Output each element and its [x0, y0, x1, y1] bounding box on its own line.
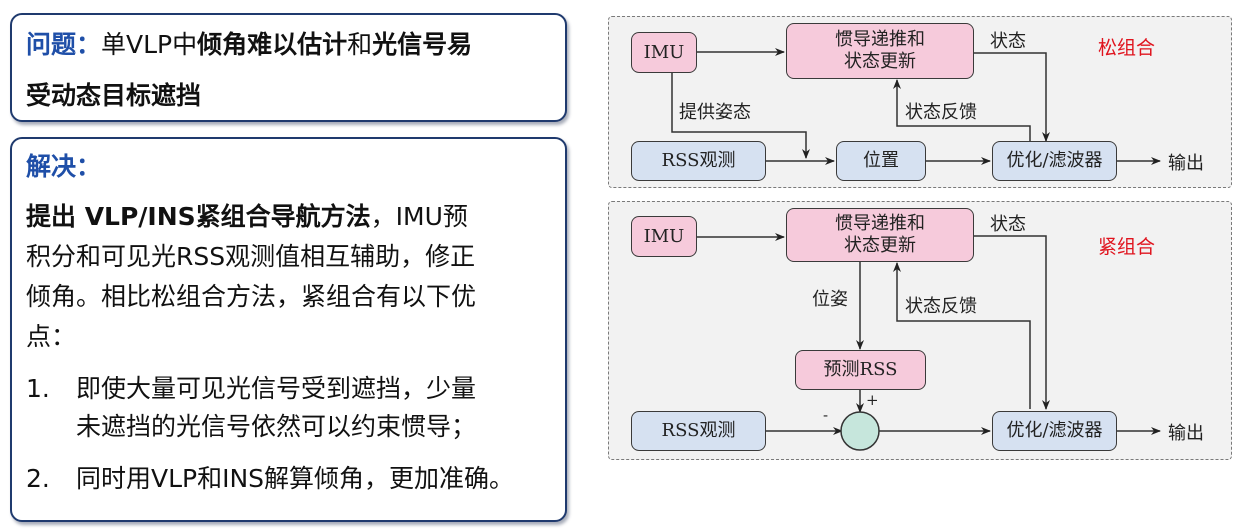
list-text: 同时用VLP和INS解算倾角，更加准确。: [76, 464, 515, 493]
loose-filter-node: 优化/滤波器: [992, 141, 1117, 181]
list-item-2: 2. 同时用VLP和INS解算倾角，更加准确。: [26, 461, 514, 497]
solution-line-4: 点：: [26, 322, 77, 351]
tight-rss-node: RSS观测: [631, 411, 766, 451]
list-text: 即使大量可见光信号受到遮挡，少量: [76, 374, 477, 403]
solution-card: 解决： 提出 VLP/INS紧组合导航方法，IMU预 积分和可见光RSS观测值相…: [10, 137, 567, 522]
solution-line-1-rest: ，IMU预: [370, 202, 468, 231]
tight-imu-node: IMU: [631, 216, 697, 257]
predicted-rss-node: 预测RSS: [795, 350, 926, 390]
problem-text-d: 光信号易: [372, 30, 473, 59]
list-item-1: 1. 即使大量可见光信号受到遮挡，少量: [26, 371, 476, 407]
tight-coupling-title: 紧组合: [1098, 236, 1156, 258]
problem-line-1: 问题：单VLP中倾角难以估计和光信号易: [26, 27, 472, 63]
list-number: 2.: [26, 464, 50, 493]
loose-rss-node: RSS观测: [631, 141, 766, 181]
loose-ins-node: 惯导递推和 状态更新: [786, 23, 974, 79]
ins-label-1: 惯导递推和: [835, 213, 925, 234]
problem-line-2: 受动态目标遮挡: [26, 81, 202, 110]
tight-ins-node: 惯导递推和 状态更新: [786, 208, 974, 262]
list-text: 未遮挡的光信号依然可以约束惯导；: [76, 412, 477, 441]
tight-filter-node: 优化/滤波器: [992, 411, 1117, 451]
loose-position-node: 位置: [836, 141, 926, 181]
ins-label-2: 状态更新: [844, 235, 916, 256]
list-number: 1.: [26, 374, 50, 403]
label-plus: +: [866, 391, 879, 409]
label-state-feedback: 状态反馈: [905, 102, 977, 123]
solution-line-1: 提出 VLP/INS紧组合导航方法，IMU预: [26, 199, 468, 235]
loose-imu-node: IMU: [631, 32, 697, 73]
problem-text-a: 单VLP中: [101, 30, 198, 59]
problem-text-c: 和: [347, 30, 373, 59]
ins-label-1: 惯导递推和: [835, 29, 925, 50]
solution-line-3: 倾角。相比松组合方法，紧组合有以下优: [26, 282, 477, 311]
problem-heading: 问题：: [26, 30, 102, 59]
loose-coupling-title: 松组合: [1098, 37, 1156, 59]
ins-label-2: 状态更新: [844, 51, 916, 72]
solution-line-2: 积分和可见光RSS观测值相互辅助，修正: [26, 242, 476, 271]
solution-method: 提出 VLP/INS紧组合导航方法: [26, 202, 371, 231]
list-item-1-cont: 未遮挡的光信号依然可以约束惯导；: [26, 409, 476, 445]
label-state-feedback-tight: 状态反馈: [905, 296, 977, 317]
label-output: 输出: [1168, 153, 1204, 174]
problem-text-b: 倾角难以估计: [197, 30, 348, 59]
label-provide-attitude: 提供姿态: [679, 102, 751, 123]
label-output-tight: 输出: [1168, 423, 1204, 444]
problem-card: 问题：单VLP中倾角难以估计和光信号易 受动态目标遮挡: [10, 13, 567, 122]
solution-heading: 解决：: [26, 152, 102, 181]
label-state-tight: 状态: [990, 214, 1026, 235]
label-pose: 位姿: [812, 289, 848, 310]
label-state: 状态: [990, 31, 1026, 52]
label-minus: -: [823, 406, 829, 424]
